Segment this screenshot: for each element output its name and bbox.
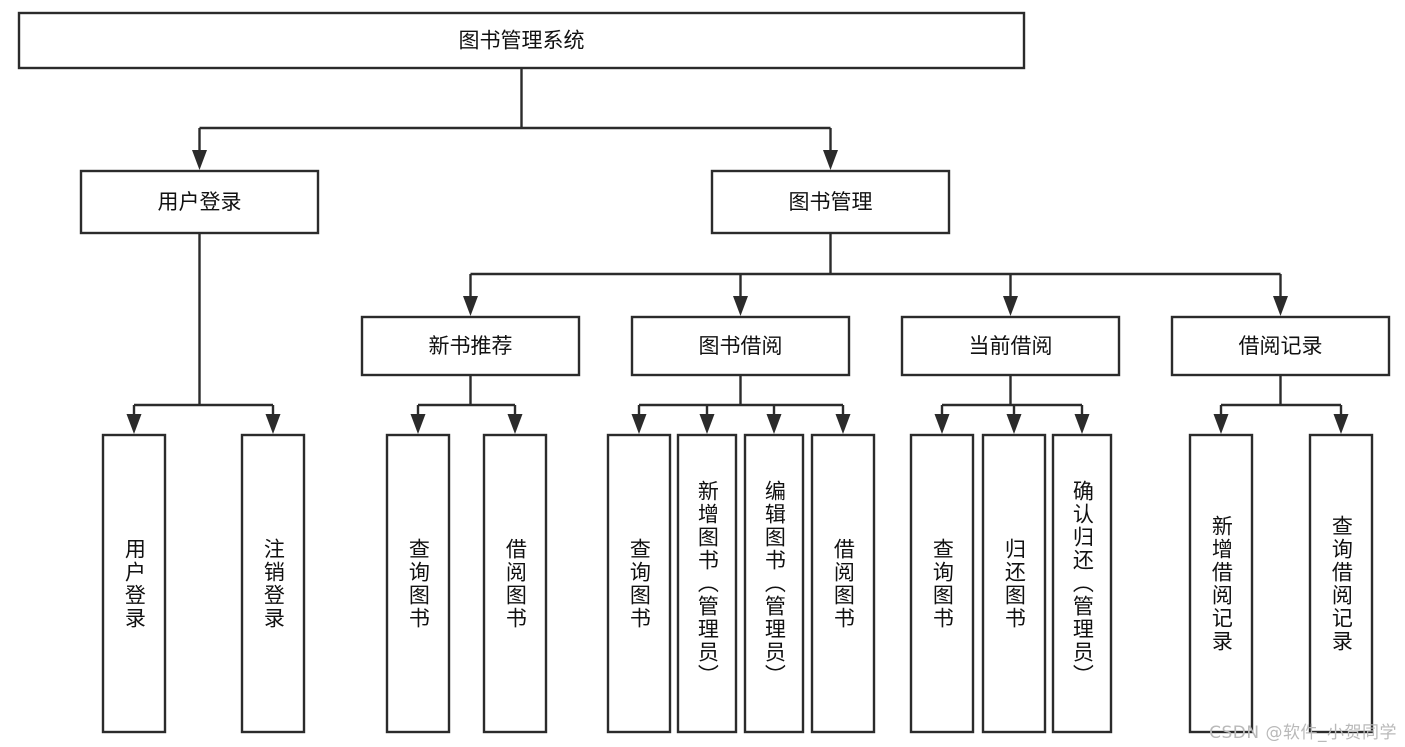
node-box-leaf-query-book-borrow[interactable]	[606, 433, 672, 734]
node-box-current-borrow[interactable]	[900, 315, 1121, 377]
connector-arrowhead	[699, 414, 715, 434]
node-label-root: 图书管理系统	[459, 29, 585, 53]
node-box-user-login[interactable]	[79, 169, 320, 235]
node-box-root[interactable]	[17, 11, 1026, 70]
node-box-leaf-edit-book[interactable]	[743, 433, 805, 734]
connector-arrowhead	[823, 150, 838, 170]
connector-arrowhead	[1006, 414, 1022, 434]
connector-arrowhead	[1213, 414, 1229, 434]
node-box-borrow-record[interactable]	[1170, 315, 1391, 377]
node-box-leaf-query-record[interactable]	[1308, 433, 1374, 734]
connector-arrowhead	[934, 414, 950, 434]
connector-arrowhead	[126, 414, 142, 434]
connector-arrowhead	[265, 414, 281, 434]
connector-arrowhead	[463, 296, 478, 316]
connector-arrowhead	[733, 296, 748, 316]
csdn-watermark: CSDN @软件_小贺同学	[1209, 723, 1397, 743]
connector-arrowhead	[1273, 296, 1288, 316]
node-box-layer	[17, 11, 1391, 734]
node-box-new-book-recommend[interactable]	[360, 315, 581, 377]
node-box-book-management[interactable]	[710, 169, 951, 235]
node-label-book-management: 图书管理	[789, 190, 873, 214]
node-label-book-borrow: 图书借阅	[699, 334, 783, 358]
connector-arrowhead	[1003, 296, 1018, 316]
node-box-leaf-logout[interactable]	[240, 433, 306, 734]
connector-arrowhead	[507, 414, 523, 434]
connector-arrowhead	[192, 150, 207, 170]
connector-arrowhead	[835, 414, 851, 434]
connector-layer	[126, 68, 1349, 434]
node-box-leaf-return-book[interactable]	[981, 433, 1047, 734]
connector-arrowhead	[410, 414, 426, 434]
node-box-leaf-query-book-current[interactable]	[909, 433, 975, 734]
node-box-leaf-user-login[interactable]	[101, 433, 167, 734]
node-box-leaf-borrow-book[interactable]	[810, 433, 876, 734]
node-box-leaf-query-book-recommend[interactable]	[385, 433, 451, 734]
node-label-borrow-record: 借阅记录	[1239, 334, 1323, 358]
connector-arrowhead	[1074, 414, 1090, 434]
node-label-current-borrow: 当前借阅	[969, 334, 1053, 358]
connector-arrowhead	[766, 414, 782, 434]
node-box-leaf-confirm-return[interactable]	[1051, 433, 1113, 734]
connector-arrowhead	[631, 414, 647, 434]
node-box-book-borrow[interactable]	[630, 315, 851, 377]
node-label-user-login: 用户登录	[158, 190, 242, 214]
node-label-new-book-recommend: 新书推荐	[429, 334, 513, 358]
node-box-leaf-add-book[interactable]	[676, 433, 738, 734]
connector-arrowhead	[1333, 414, 1349, 434]
node-box-leaf-add-record[interactable]	[1188, 433, 1254, 734]
node-box-leaf-borrow-book-recommend[interactable]	[482, 433, 548, 734]
